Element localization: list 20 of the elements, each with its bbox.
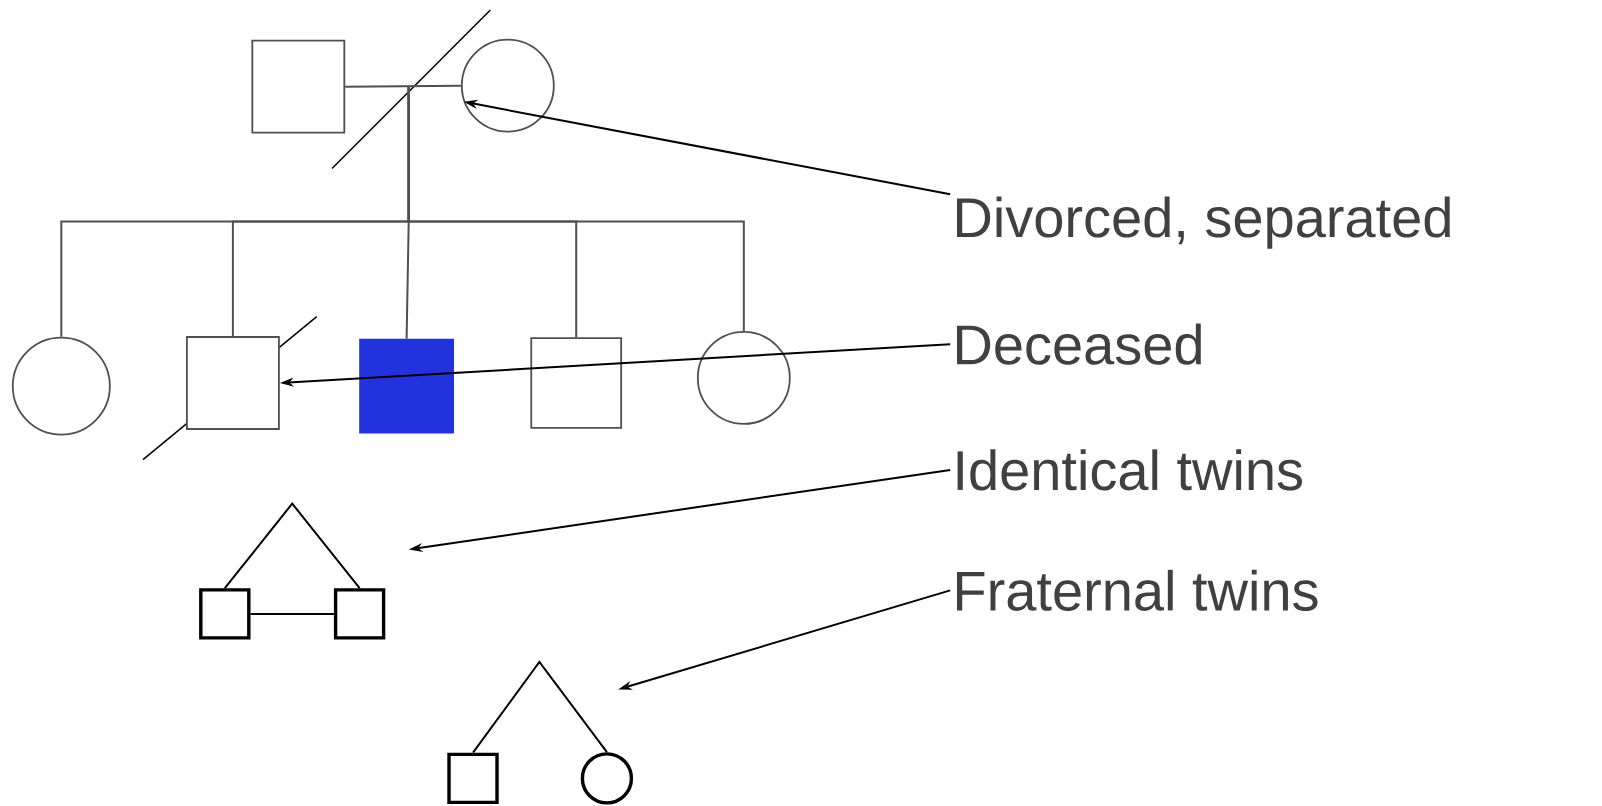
twin-bar	[249, 612, 335, 615]
circle-symbol	[460, 38, 555, 133]
legend-text: Fraternal twins	[957, 569, 1318, 611]
twin-line	[472, 660, 608, 754]
circle-symbol	[580, 752, 634, 805]
square-symbol	[447, 752, 499, 805]
legend-text: Identical twins	[957, 449, 1302, 491]
twin-line	[223, 502, 361, 590]
marriage-line	[344, 84, 462, 88]
legend-text: Deceased	[957, 323, 1201, 365]
descent-line	[407, 85, 745, 332]
square-symbol	[199, 588, 251, 640]
circle-symbol	[11, 336, 111, 436]
square-symbol	[333, 588, 386, 640]
filled-square-symbol	[359, 338, 454, 434]
square-symbol	[251, 39, 346, 134]
circle-symbol	[696, 331, 791, 425]
square-symbol	[530, 337, 623, 429]
square-symbol	[186, 336, 280, 430]
legend-text: Divorced, separated	[957, 196, 1450, 249]
